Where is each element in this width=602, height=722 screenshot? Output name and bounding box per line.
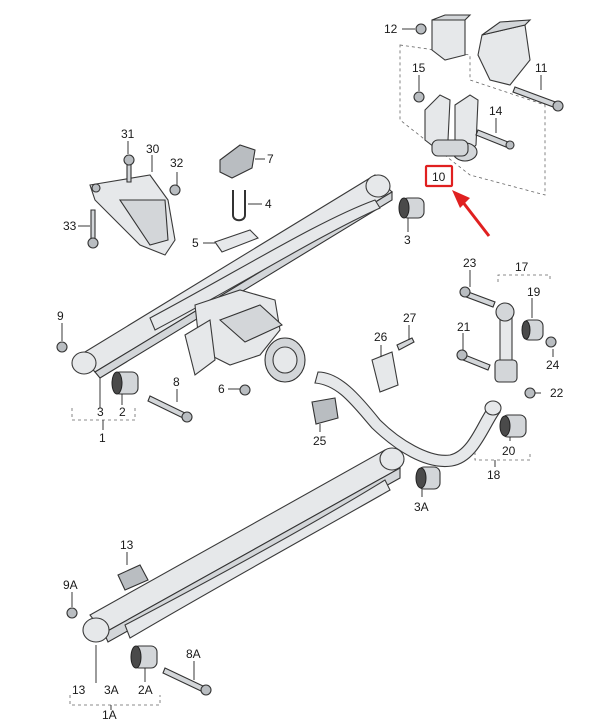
label-9: 9 <box>57 309 64 323</box>
label-3A-upper: 3A <box>414 500 429 514</box>
label-10: 10 <box>432 170 446 184</box>
bolt-8[interactable] <box>147 395 193 423</box>
label-12: 12 <box>384 22 398 36</box>
label-3-upper: 3 <box>404 233 411 247</box>
upper-leaf-spring <box>71 174 393 379</box>
plate-5[interactable] <box>214 229 259 253</box>
pad-13[interactable] <box>117 564 149 591</box>
label-2: 2 <box>119 405 126 419</box>
label-20: 20 <box>502 444 516 458</box>
clamp-26[interactable] <box>371 351 399 393</box>
label-8A: 8A <box>186 647 201 661</box>
label-11: 11 <box>535 61 548 75</box>
nut-32[interactable] <box>169 184 181 196</box>
bushing-3[interactable] <box>398 197 425 219</box>
lower-leaf-spring <box>82 447 405 643</box>
highlight-arrow-icon <box>460 200 491 237</box>
bump-stop-7[interactable] <box>219 144 256 179</box>
leader-lines <box>61 28 554 710</box>
stabilizer-bar <box>314 371 502 468</box>
nut-22[interactable] <box>524 387 536 399</box>
label-18: 18 <box>487 468 501 482</box>
u-bolt-4[interactable] <box>232 190 246 222</box>
label-24: 24 <box>546 358 560 372</box>
label-13: 13 <box>120 538 134 552</box>
label-13-lower: 13 <box>72 683 86 697</box>
label-33: 33 <box>63 219 77 233</box>
callout-labels: 12 15 11 14 31 30 32 33 7 4 5 3 9 8 2 3 … <box>57 22 564 722</box>
label-30: 30 <box>146 142 160 156</box>
label-1A: 1A <box>102 708 117 722</box>
label-23: 23 <box>463 256 477 270</box>
nut-24[interactable] <box>545 336 557 348</box>
label-3A: 3A <box>104 683 119 697</box>
label-1: 1 <box>99 431 106 445</box>
bushing-2A[interactable] <box>130 645 158 669</box>
bushing-3A[interactable] <box>415 466 441 490</box>
bolt-8A[interactable] <box>162 667 204 692</box>
label-26: 26 <box>374 330 388 344</box>
bushing-19[interactable] <box>521 319 544 341</box>
label-3: 3 <box>97 405 104 419</box>
nut-6[interactable] <box>239 384 251 396</box>
label-5: 5 <box>192 236 199 250</box>
nut-9A[interactable] <box>66 607 78 619</box>
label-32: 32 <box>170 156 184 170</box>
label-8: 8 <box>173 375 180 389</box>
label-17: 17 <box>515 260 529 274</box>
bushing-20[interactable] <box>499 414 527 438</box>
label-7: 7 <box>267 152 274 166</box>
bolt-27[interactable] <box>396 337 415 351</box>
label-14: 14 <box>489 104 503 118</box>
bushing-25[interactable] <box>311 397 339 425</box>
label-22: 22 <box>550 386 564 400</box>
part-10-shackle[interactable] <box>424 94 479 162</box>
bushing-2[interactable] <box>111 371 139 395</box>
label-27: 27 <box>403 311 417 325</box>
link-17[interactable] <box>494 302 518 383</box>
axle-center <box>184 289 306 396</box>
label-25: 25 <box>313 434 327 448</box>
highlight-part-10[interactable]: 10 <box>424 164 491 237</box>
mounting-bracket-30[interactable] <box>89 174 176 256</box>
shackle-bracket-assembly <box>399 14 564 196</box>
label-6: 6 <box>218 382 225 396</box>
label-9A: 9A <box>63 578 78 592</box>
label-4: 4 <box>265 197 272 211</box>
label-2A: 2A <box>138 683 153 697</box>
label-21: 21 <box>457 320 471 334</box>
nut-9[interactable] <box>56 341 68 353</box>
label-15: 15 <box>412 61 426 75</box>
label-19: 19 <box>527 285 541 299</box>
label-31: 31 <box>121 127 135 141</box>
